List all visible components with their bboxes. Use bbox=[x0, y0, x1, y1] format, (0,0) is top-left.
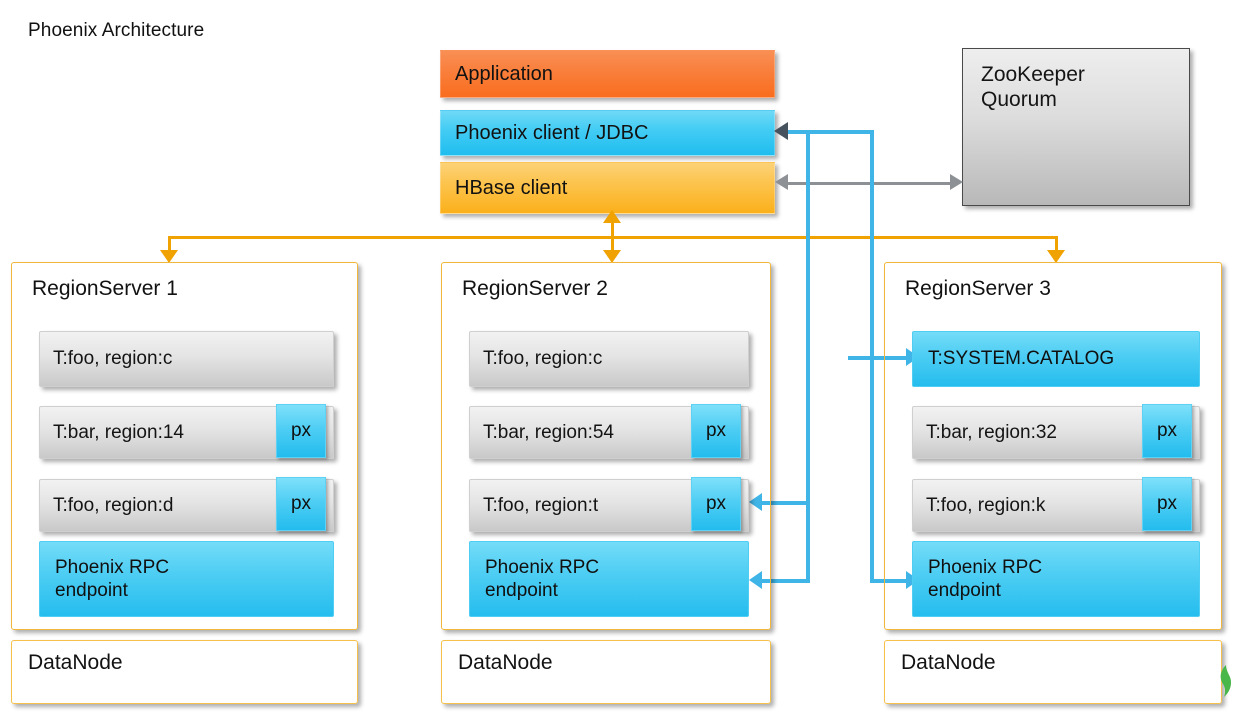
data-node-box[interactable]: DataNode bbox=[11, 640, 358, 704]
px-badge-label: px bbox=[290, 493, 312, 514]
hbase-client-box[interactable]: HBase client bbox=[440, 162, 775, 214]
px-badge[interactable]: px bbox=[276, 404, 326, 458]
phoenix-rpc-endpoint-box[interactable]: Phoenix RPC endpoint bbox=[39, 541, 334, 617]
arrowhead-orange-hbase-up-icon bbox=[603, 210, 621, 223]
phoenix-rpc-endpoint-box[interactable]: Phoenix RPC endpoint bbox=[469, 541, 749, 617]
connector-orange-to-rs1 bbox=[168, 236, 171, 258]
phoenix-rpc-endpoint-box[interactable]: Phoenix RPC endpoint bbox=[912, 541, 1200, 617]
arrowhead-blue-phoenix-client-icon bbox=[774, 122, 788, 140]
region-row[interactable]: T:foo, region:c bbox=[469, 331, 749, 387]
connector-orange-to-rs3 bbox=[1055, 236, 1058, 258]
region-row-label: T:bar, region:14 bbox=[53, 421, 184, 443]
region-row-label: T:foo, region:k bbox=[926, 494, 1046, 516]
page-title: Phoenix Architecture bbox=[28, 20, 205, 41]
connector-blue-to-rs2-endpoint bbox=[762, 579, 810, 583]
region-row[interactable]: T:SYSTEM.CATALOG bbox=[912, 331, 1200, 387]
region-row-label: T:bar, region:32 bbox=[926, 421, 1057, 443]
region-server-title: RegionServer 2 bbox=[462, 277, 608, 300]
application-box[interactable]: Application bbox=[440, 50, 775, 98]
zookeeper-quorum-label: ZooKeeper Quorum bbox=[981, 63, 1085, 111]
region-server-title: RegionServer 1 bbox=[32, 277, 178, 300]
arrowhead-blue-rs2-region-icon bbox=[749, 493, 762, 511]
px-badge[interactable]: px bbox=[691, 404, 741, 458]
data-node-label: DataNode bbox=[28, 651, 123, 674]
arrowhead-orange-rs3-icon bbox=[1047, 250, 1065, 263]
data-node-label: DataNode bbox=[901, 651, 996, 674]
region-row-label: T:SYSTEM.CATALOG bbox=[928, 348, 1115, 370]
hbase-client-label: HBase client bbox=[455, 176, 568, 199]
px-badge-label: px bbox=[290, 420, 312, 441]
connector-blue-to-rs3-endpoint bbox=[870, 579, 910, 583]
zookeeper-quorum-box[interactable]: ZooKeeper Quorum bbox=[962, 48, 1190, 206]
phoenix-client-box[interactable]: Phoenix client / JDBC bbox=[440, 110, 775, 156]
region-server-box[interactable]: RegionServer 3 T:SYSTEM.CATALOG T:bar, reg… bbox=[884, 262, 1222, 630]
connector-blue-to-rs2-region bbox=[762, 501, 810, 505]
px-badge-label: px bbox=[1156, 420, 1178, 441]
arrowhead-blue-rs2-endpoint-icon bbox=[749, 571, 762, 589]
px-badge-label: px bbox=[705, 420, 727, 441]
region-server-title: RegionServer 3 bbox=[905, 277, 1051, 300]
px-badge[interactable]: px bbox=[691, 477, 741, 531]
connector-blue-vertical-rs2 bbox=[806, 130, 810, 583]
px-badge[interactable]: px bbox=[276, 477, 326, 531]
data-node-box[interactable]: DataNode bbox=[884, 640, 1222, 704]
px-badge[interactable]: px bbox=[1142, 477, 1192, 531]
region-row-label: T:bar, region:54 bbox=[483, 421, 614, 443]
connector-blue-to-phoenix-client bbox=[788, 130, 874, 134]
application-label: Application bbox=[455, 62, 553, 85]
region-row-label: T:foo, region:c bbox=[483, 348, 603, 369]
data-node-box[interactable]: DataNode bbox=[441, 640, 771, 704]
phoenix-rpc-endpoint-label: Phoenix RPC endpoint bbox=[485, 556, 600, 601]
region-row-label: T:foo, region:d bbox=[53, 494, 174, 516]
region-row[interactable]: T:foo, region:c bbox=[39, 331, 334, 387]
connector-blue-to-system-catalog bbox=[848, 356, 910, 360]
px-badge-label: px bbox=[1156, 493, 1178, 514]
region-row-label: T:foo, region:t bbox=[483, 494, 599, 516]
arrowhead-orange-rs2-icon bbox=[603, 250, 621, 263]
data-node-label: DataNode bbox=[458, 651, 553, 674]
arrowhead-hbase-zookeeper-left-icon bbox=[775, 174, 788, 190]
region-row-label: T:foo, region:c bbox=[53, 348, 173, 369]
arrowhead-orange-rs1-icon bbox=[160, 250, 178, 263]
connector-orange-hbase-rs2 bbox=[611, 216, 614, 258]
brand-logo-icon bbox=[1220, 665, 1232, 697]
phoenix-client-label: Phoenix client / JDBC bbox=[455, 121, 649, 144]
phoenix-rpc-endpoint-label: Phoenix RPC endpoint bbox=[55, 556, 170, 601]
px-badge[interactable]: px bbox=[1142, 404, 1192, 458]
phoenix-rpc-endpoint-label: Phoenix RPC endpoint bbox=[928, 556, 1043, 601]
px-badge-label: px bbox=[705, 493, 727, 514]
arrowhead-hbase-zookeeper-right-icon bbox=[950, 174, 963, 190]
